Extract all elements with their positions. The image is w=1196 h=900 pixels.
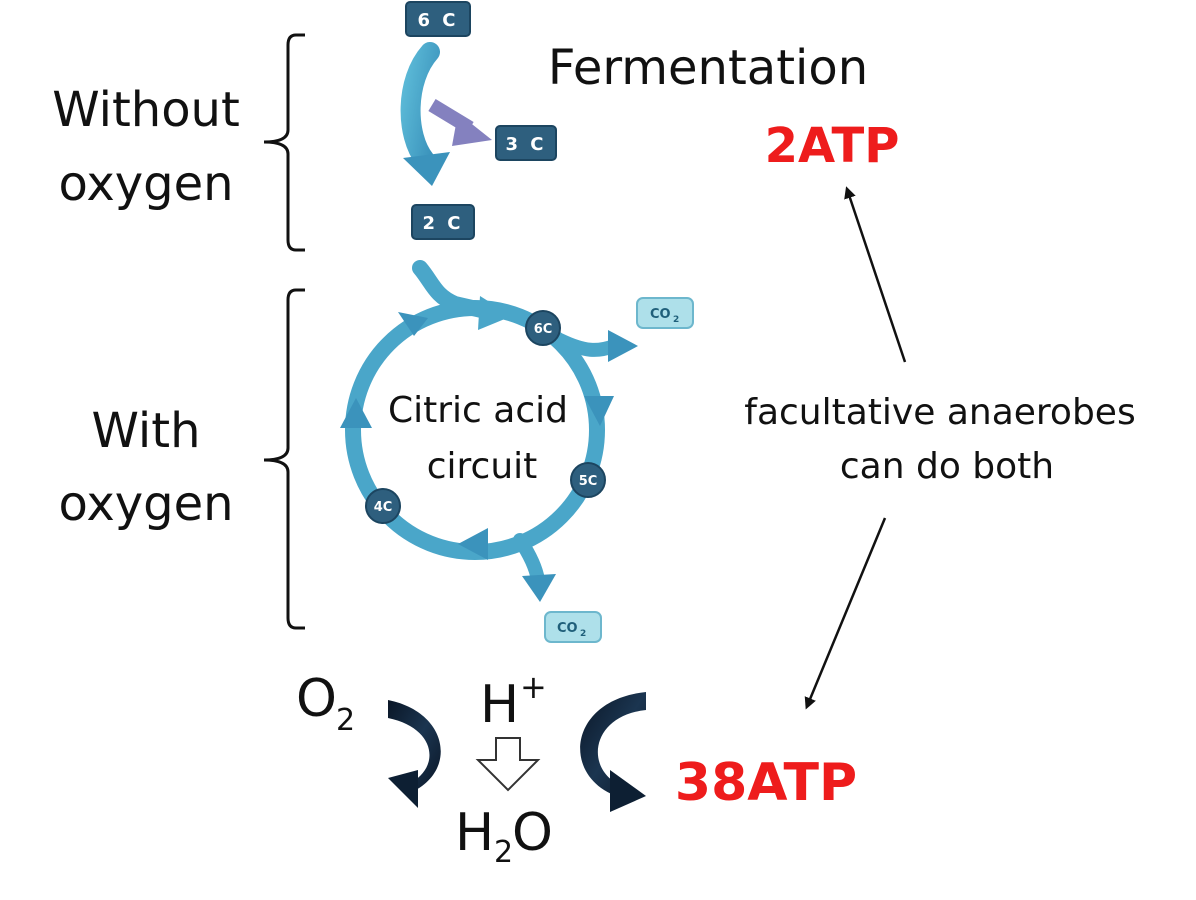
atp-large-label: 38ATP	[675, 753, 857, 813]
without-oxygen-label: Without oxygen	[52, 82, 240, 212]
node-4c-label: 4C	[374, 500, 393, 515]
with-oxygen-line1: With	[92, 403, 201, 459]
co2-bottom-main: CO	[557, 621, 578, 636]
six-c-label: 6 C	[417, 10, 458, 31]
arrow-to-38atp	[804, 517, 887, 710]
three-c-box: 3 C	[495, 125, 557, 161]
o2-main: O	[296, 669, 337, 729]
six-c-box: 6 C	[405, 1, 471, 37]
facultative-line1: facultative anaerobes	[744, 392, 1135, 433]
ring-arrowhead-right	[584, 396, 614, 426]
with-oxygen-label: With oxygen	[58, 403, 233, 532]
three-c-label: 3 C	[505, 134, 546, 155]
h2o-label: H 2 O	[455, 803, 553, 870]
with-oxygen-brace	[263, 288, 305, 630]
cycle-center-line1: Citric acid	[388, 390, 568, 431]
fermentation-label: Fermentation	[548, 40, 868, 96]
node-5c: 5C	[570, 462, 606, 498]
co2-box-bottom: CO 2	[544, 611, 602, 643]
curved-arrow-right	[580, 692, 646, 798]
node-5c-label: 5C	[579, 474, 598, 489]
without-oxygen-brace	[263, 33, 305, 252]
hollow-down-arrow	[475, 737, 541, 792]
node-4c: 4C	[365, 488, 401, 524]
without-oxygen-line1: Without	[52, 82, 240, 138]
co2-bottom-sub: 2	[580, 629, 586, 639]
h-plus-label: H +	[480, 668, 547, 735]
atp-small-label: 2ATP	[765, 118, 900, 174]
ring-arrowhead-left	[340, 398, 372, 428]
cycle-center-line2: circuit	[427, 446, 538, 487]
with-oxygen-line2: oxygen	[58, 476, 233, 532]
co2-top-sub: 2	[673, 315, 679, 325]
co2-branch-bottom-head	[522, 574, 556, 602]
co2-branch-bottom	[513, 533, 545, 587]
facultative-line2: can do both	[840, 446, 1054, 487]
h-plus-sup: +	[520, 668, 547, 706]
o2-label: O 2	[296, 669, 355, 738]
co2-top-main: CO	[650, 307, 671, 322]
co2-branch-top-head	[608, 330, 638, 362]
ring-arrowhead-bottom	[458, 528, 488, 560]
citric-acid-cycle: 6C 5C 4C CO 2 CO 2 Citric acid circuit	[340, 260, 694, 643]
h2o-h: H	[455, 803, 494, 863]
node-6c: 6C	[525, 310, 561, 346]
co2-box-top: CO 2	[636, 297, 694, 329]
curved-arrow-left	[388, 700, 441, 792]
two-c-label: 2 C	[422, 213, 463, 234]
co2-branch-top	[553, 333, 621, 357]
glycolysis-arrowhead	[403, 152, 450, 186]
h2o-sub: 2	[494, 835, 513, 870]
arrow-to-2atp	[844, 186, 907, 363]
curved-arrow-left-head	[388, 770, 418, 808]
node-6c-label: 6C	[534, 322, 553, 337]
glycolysis-arrow	[400, 42, 440, 170]
two-c-box: 2 C	[411, 204, 475, 240]
purple-arrowhead	[452, 113, 492, 146]
curved-arrow-right-head	[610, 770, 646, 812]
h-plus-main: H	[480, 675, 519, 735]
without-oxygen-line2: oxygen	[58, 156, 233, 212]
h2o-o: O	[512, 803, 553, 863]
ring-arrowhead-topleft	[398, 312, 428, 336]
o2-sub: 2	[336, 703, 355, 738]
